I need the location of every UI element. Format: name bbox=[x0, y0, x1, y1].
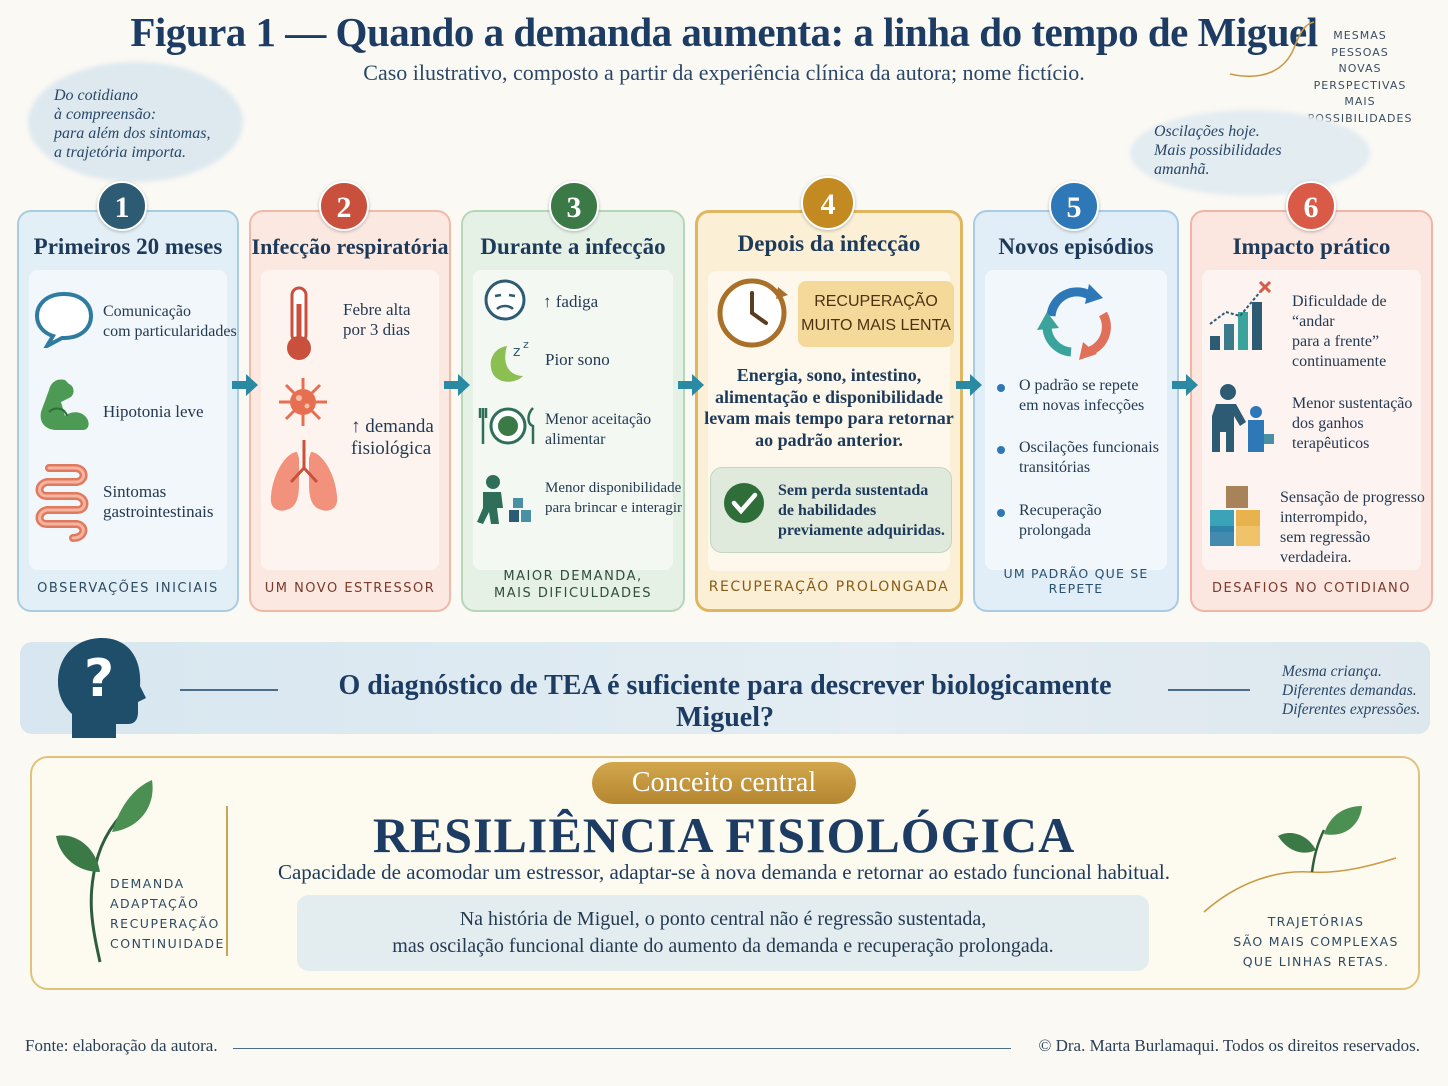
step-number-1: 1 bbox=[97, 181, 147, 231]
top-right-tagline: MESMAS PESSOAS NOVAS PERSPECTIVAS MAIS P… bbox=[1307, 29, 1413, 125]
svg-text:z: z bbox=[513, 344, 520, 360]
divider-line bbox=[180, 689, 278, 691]
item-sono: Pior sono bbox=[545, 350, 610, 369]
card-title: Durante a infecção bbox=[480, 234, 666, 259]
card-durante-infeccao: Durante a infecção ↑ fadiga z z Pior son… bbox=[461, 210, 685, 612]
clock-icon bbox=[717, 278, 788, 348]
bullet-dot bbox=[997, 384, 1005, 392]
item-demanda: ↑ demanda fisiológica bbox=[351, 416, 434, 459]
speech-bubble-icon bbox=[34, 291, 94, 348]
arrow-right-icon bbox=[678, 374, 704, 396]
copyright-note: © Dra. Marta Burlamaqui. Todos os direit… bbox=[1038, 1036, 1420, 1055]
step-number-4: 4 bbox=[801, 176, 855, 230]
left-note-cloud bbox=[28, 62, 243, 182]
concept-note-box bbox=[297, 895, 1149, 971]
card-title: Infecção respiratória bbox=[251, 234, 449, 259]
card-infeccao-respiratoria: Infecção respiratória Febre alta por 3 d… bbox=[249, 210, 451, 612]
child-playing-icon bbox=[477, 475, 531, 524]
source-note: Fonte: elaboração da autora. bbox=[25, 1036, 218, 1055]
card-footer: UM NOVO ESTRESSOR bbox=[264, 581, 436, 596]
concept-divider bbox=[226, 806, 228, 956]
arrow-right-icon bbox=[232, 374, 258, 396]
concept-badge: Conceito central bbox=[592, 762, 856, 804]
card-footer: UM PADRÃO QUE SE REPETE bbox=[1003, 566, 1149, 596]
item-oscilacoes: Oscilações funcionais transitórias bbox=[1019, 439, 1159, 476]
item-progresso: Sensação de progresso interrompido, sem … bbox=[1280, 489, 1425, 566]
slow-recovery-text: RECUPERAÇÃO MUITO MAIS LENTA bbox=[801, 293, 951, 334]
card-title: Depois da infecção bbox=[737, 231, 921, 256]
card-footer: DESAFIOS NO COTIDIANO bbox=[1212, 581, 1411, 596]
item-andar: Dificuldade de “andar para a frente” con… bbox=[1292, 293, 1387, 370]
card-footer: OBSERVAÇÕES INICIAIS bbox=[37, 581, 219, 596]
recovery-description: Energia, sono, intestino, alimentação e … bbox=[704, 365, 954, 450]
card-impacto-pratico: Impacto prático Dificuldade de “andar pa… bbox=[1190, 210, 1433, 612]
divider-line bbox=[1168, 689, 1250, 691]
item-alimentar: Menor aceitação alimentar bbox=[545, 411, 652, 448]
step-number-5: 5 bbox=[1049, 181, 1099, 231]
concept-keywords: DEMANDA ADAPTAÇÃO RECUPERAÇÃO CONTINUIDA… bbox=[110, 876, 225, 951]
intestine-icon bbox=[35, 464, 89, 542]
sprout-leaves-icon bbox=[56, 780, 153, 963]
left-note: Do cotidiano à compreensão: para além do… bbox=[54, 87, 211, 161]
concept-title: RESILIÊNCIA FISIOLÓGICA bbox=[372, 807, 1076, 863]
flexed-arm-icon bbox=[40, 379, 89, 430]
item-padrao: O padrão se repete em novas infecções bbox=[1019, 377, 1145, 414]
lungs-icon bbox=[270, 440, 338, 511]
virus-icon bbox=[279, 378, 327, 426]
arrow-right-icon bbox=[956, 374, 982, 396]
card-title: Impacto prático bbox=[1232, 234, 1391, 259]
item-recuperacao: Recuperação prolongada bbox=[1019, 502, 1102, 539]
checkmark-icon bbox=[724, 483, 764, 523]
question-band bbox=[20, 642, 1430, 734]
item-comunicacao: Comunicação com particularidades bbox=[103, 303, 237, 340]
card-title: Primeiros 20 meses bbox=[33, 234, 223, 259]
svg-text:z: z bbox=[523, 338, 529, 351]
arrow-right-icon bbox=[1172, 374, 1198, 396]
step-number-6: 6 bbox=[1286, 181, 1336, 231]
figure-subtitle: Caso ilustrativo, composto a partir da e… bbox=[363, 60, 1085, 85]
bar-chart-icon bbox=[1209, 280, 1272, 350]
footer-divider bbox=[233, 1048, 1011, 1049]
decorative-swoosh-icon bbox=[1229, 21, 1315, 78]
item-ganhos: Menor sustentação dos ganhos terapêutico… bbox=[1292, 395, 1413, 452]
question-side-note: Mesma criança. Diferentes demandas. Dife… bbox=[1282, 663, 1421, 718]
card-novos-episodios: Novos episódios O padrão se repete em no… bbox=[973, 210, 1179, 612]
thermometer-icon bbox=[287, 286, 311, 360]
item-brincar: Menor disponibilidade para brincar e int… bbox=[545, 480, 682, 516]
svg-text:?: ? bbox=[84, 649, 114, 709]
card-footer: RECUPERAÇÃO PROLONGADA bbox=[708, 579, 950, 595]
head-question-icon: ? bbox=[58, 638, 146, 738]
bullet-dot bbox=[997, 446, 1005, 454]
plate-cutlery-icon bbox=[478, 407, 535, 445]
card-primeiros-20-meses: Primeiros 20 meses Comunicação com parti… bbox=[17, 210, 239, 612]
step-number-3: 3 bbox=[549, 181, 599, 231]
concept-note: Na história de Miguel, o ponto central n… bbox=[392, 908, 1054, 957]
card-depois-infeccao: Depois da infecção RECUPERAÇÃO MUITO MAI… bbox=[695, 210, 963, 612]
no-regression-text: Sem perda sustentada de habilidades prev… bbox=[778, 482, 945, 539]
item-sintomas: Sintomas gastrointestinais bbox=[103, 482, 214, 521]
building-blocks-icon bbox=[1210, 486, 1260, 546]
slow-recovery-badge bbox=[798, 281, 954, 347]
bullet-dot bbox=[997, 509, 1005, 517]
moon-sleep-icon: z z bbox=[490, 338, 529, 382]
figure-title: Figura 1 — Quando a demanda aumenta: a l… bbox=[130, 9, 1318, 55]
right-note: Oscilações hoje. Mais possibilidades ama… bbox=[1154, 123, 1282, 178]
tired-face-icon bbox=[484, 279, 526, 321]
card-footer: MAIOR DEMANDA, MAIS DIFICULDADES bbox=[494, 569, 652, 601]
concept-definition: Capacidade de acomodar um estressor, ada… bbox=[277, 860, 1171, 884]
item-hipotonia: Hipotonia leve bbox=[103, 402, 204, 421]
item-fadiga: ↑ fadiga bbox=[543, 292, 599, 311]
item-febre: Febre alta por 3 dias bbox=[343, 300, 411, 339]
growing-sprout-icon bbox=[1203, 806, 1397, 913]
right-note-cloud bbox=[1130, 110, 1370, 196]
arrow-right-icon bbox=[444, 374, 470, 396]
cycle-arrows-icon bbox=[1037, 284, 1111, 360]
concept-right-note: TRAJETÓRIAS SÃO MAIS COMPLEXAS QUE LINHA… bbox=[1233, 914, 1399, 969]
central-question: O diagnóstico de TEA é suficiente para d… bbox=[338, 670, 1112, 733]
step-number-2: 2 bbox=[319, 181, 369, 231]
card-title: Novos episódios bbox=[998, 234, 1154, 259]
adult-child-icon bbox=[1212, 384, 1274, 452]
